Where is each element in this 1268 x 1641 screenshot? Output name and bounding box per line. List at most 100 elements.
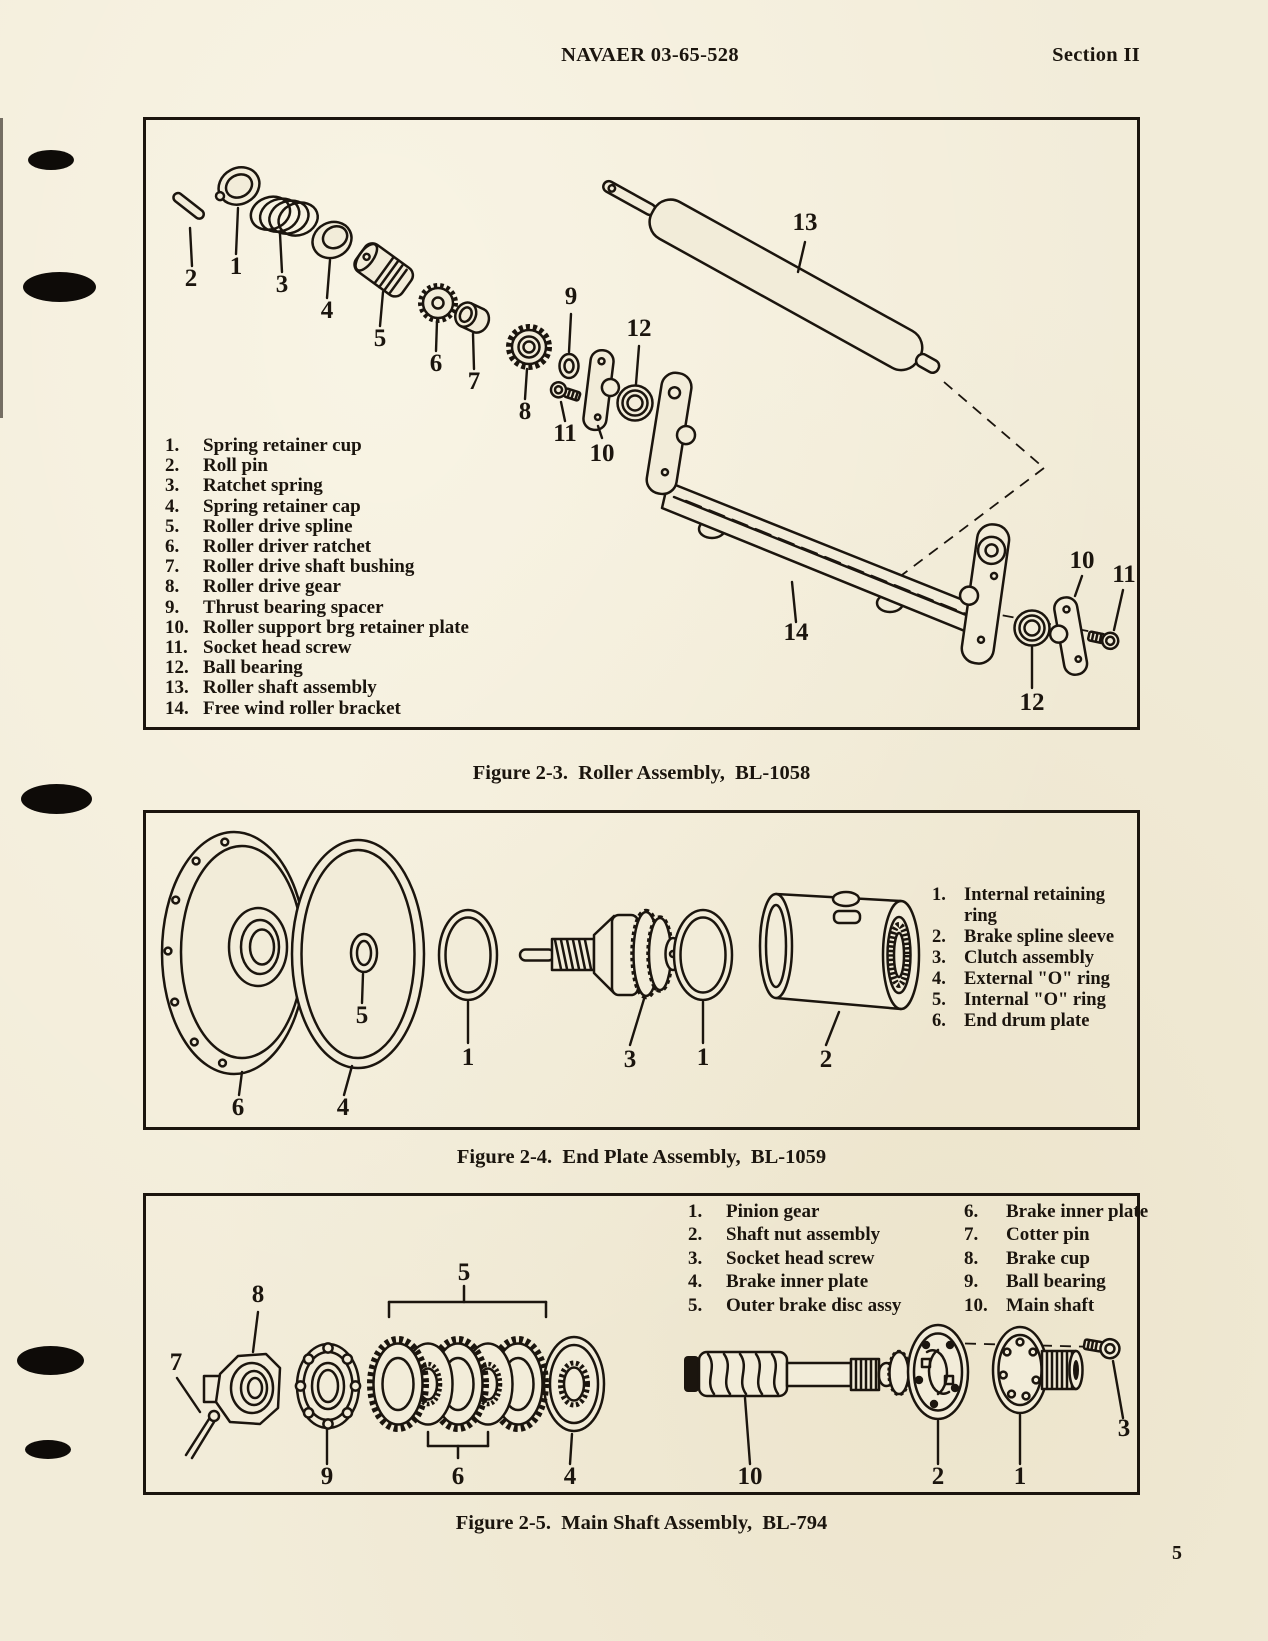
parts-list-item: 4. Spring retainer cap (165, 495, 585, 517)
parts-list-item: 10.Main shaft (964, 1294, 1184, 1317)
part-number: 4. (932, 969, 946, 989)
part-number: 8. (964, 1247, 979, 1269)
callout-ratchet-spring: 3 (276, 271, 289, 298)
roller-drive-gear-drawing (506, 324, 552, 370)
cotter-pin-drawing (184, 1409, 221, 1460)
socket-head-screw-drawing (1082, 1337, 1121, 1360)
roller-driver-ratchet-drawing (418, 283, 458, 323)
callout-shaft-bushing: 7 (468, 368, 481, 395)
callout-retainer-plate-right: 10 (1070, 547, 1095, 574)
part-number: 1. (932, 885, 946, 905)
parts-list-item: 1. Pinion gear (688, 1200, 948, 1223)
part-number: 10. (964, 1294, 988, 1316)
part-label: Roller support brg retainer plate (203, 616, 469, 638)
parts-list-item: 7. Cotter pin (964, 1223, 1184, 1246)
part-label: Ball bearing (203, 657, 303, 679)
part-number: 4. (688, 1271, 703, 1293)
ball-bearing-right-drawing (1013, 609, 1051, 647)
callout-retainer-plate-left: 10 (590, 440, 615, 467)
part-label: End drum plate (964, 1011, 1090, 1031)
part-label: Roller driver ratchet (203, 536, 372, 558)
part-number: 2. (688, 1224, 703, 1246)
figure-2-4-parts-list: 1. Internal retaining ring 2.Brake spline… (932, 885, 1132, 1032)
parts-list-item: 8. Brake cup (964, 1247, 1184, 1270)
part-label: Brake cup (1006, 1247, 1090, 1269)
figure-2-4-diagram: 5 1 3 1 2 6 4 (160, 830, 921, 1121)
part-label: Roller shaft assembly (203, 677, 377, 699)
part-number: 1. (688, 1201, 703, 1222)
page-number: 5 (1172, 1542, 1182, 1564)
part-number: 6. (932, 1011, 946, 1031)
binder-hole-mark (23, 272, 96, 302)
parts-list-item: 3.Clutch assembly (932, 948, 1132, 969)
header-section: Section II (1052, 44, 1140, 66)
part-number: 1. (165, 435, 180, 456)
callout-retaining-ring-left: 1 (462, 1044, 475, 1071)
part-label: Internal retaining ring (964, 885, 1105, 926)
figure-2-5-parts-list-col2: 6.Brake inner plate 7.Cotter pin 8.Brake… (964, 1200, 1184, 1317)
part-label: Pinion gear (726, 1201, 820, 1222)
part-number: 6. (964, 1201, 979, 1222)
part-number: 4. (165, 495, 180, 517)
callout-inner-plates: 6 (452, 1463, 465, 1490)
callout-roll-pin: 2 (185, 265, 198, 292)
part-number: 8. (165, 576, 180, 598)
part-label: Socket head screw (726, 1247, 875, 1269)
part-number: 7. (964, 1224, 979, 1246)
figure-2-5-caption: Figure 2-5. Main Shaft Assembly, BL-794 (455, 1512, 828, 1534)
callout-end-drum-plate: 6 (232, 1094, 245, 1121)
parts-list-item: 14.Free wind roller bracket (165, 698, 585, 719)
brake-inner-plate-drawing (542, 1335, 606, 1433)
part-number: 13. (165, 677, 189, 699)
callout-retaining-ring-right: 1 (697, 1044, 710, 1071)
parts-list-item: 4. Brake inner plate (688, 1270, 948, 1293)
callout-leaders (188, 206, 1125, 690)
part-label: Brake inner plate (726, 1271, 869, 1293)
callout-ball-bearing-left: 12 (627, 315, 652, 342)
part-label: Spring retainer cup (203, 435, 362, 456)
callout-leaders (175, 1310, 1125, 1466)
part-number: 3. (165, 475, 180, 497)
internal-o-ring-drawing (349, 932, 379, 974)
part-number: 5. (688, 1294, 703, 1316)
part-label: Spring retainer cap (203, 495, 361, 517)
binder-hole-mark (17, 1346, 84, 1375)
part-number: 5. (932, 990, 946, 1010)
figure-2-3-caption: Figure 2-3. Roller Assembly, BL-1058 (472, 762, 811, 784)
brake-disc-stack-drawing (367, 1336, 549, 1432)
parts-list-item: 2.Brake spline sleeve (932, 927, 1132, 948)
callout-clutch-assembly: 3 (624, 1046, 637, 1073)
figure-2-4-caption: Figure 2-4. End Plate Assembly, BL-1059 (456, 1146, 827, 1168)
callout-free-wind-bracket: 14 (784, 619, 810, 646)
callout-internal-o-ring: 5 (356, 1002, 369, 1029)
part-label: External "O" ring (964, 969, 1110, 989)
callout-brake-spline-sleeve: 2 (820, 1046, 833, 1073)
parts-list-item: 11.Socket head screw (165, 637, 585, 658)
callout-spring-retainer-cap: 4 (321, 297, 334, 324)
ball-bearing-drawing (294, 1342, 362, 1430)
scan-edge-artifact (0, 118, 3, 418)
ball-bearing-left-drawing (616, 384, 654, 422)
retaining-ring-right-drawing (672, 908, 734, 1002)
figure-2-5-panel: 7 8 9 5 6 4 10 2 1 3 1.Pinion gear 2.Sha… (143, 1193, 1148, 1495)
part-number: 5. (165, 515, 180, 537)
callout-socket-head-screw-right: 11 (1112, 561, 1136, 588)
parts-list-item: 13. Roller shaft assembly (165, 678, 585, 698)
parts-list-item: 6. End drum plate (932, 1011, 1132, 1032)
main-shaft-drawing (684, 1350, 896, 1398)
callout-pinion-gear: 1 (1014, 1463, 1027, 1490)
retaining-ring-left-drawing (437, 908, 499, 1002)
figure-2-5-parts-list-col1: 1.Pinion gear 2.Shaft nut assembly 3.Soc… (688, 1200, 948, 1317)
part-label: Roller drive gear (203, 576, 341, 598)
figure-2-5-diagram: 7 8 9 5 6 4 10 2 1 3 (170, 1259, 1131, 1490)
part-number: 2. (932, 927, 946, 947)
part-number: 9. (964, 1271, 979, 1293)
part-label: Cotter pin (1006, 1224, 1090, 1246)
part-number: 3. (688, 1247, 703, 1269)
part-label: Internal "O" ring (964, 990, 1106, 1010)
parts-list-item: 12.Ball bearing (165, 658, 585, 678)
binder-hole-mark (25, 1440, 71, 1459)
parts-list-item: 8. Roller drive gear (165, 577, 585, 597)
parts-list-item: 6.Roller driver ratchet (165, 536, 585, 558)
